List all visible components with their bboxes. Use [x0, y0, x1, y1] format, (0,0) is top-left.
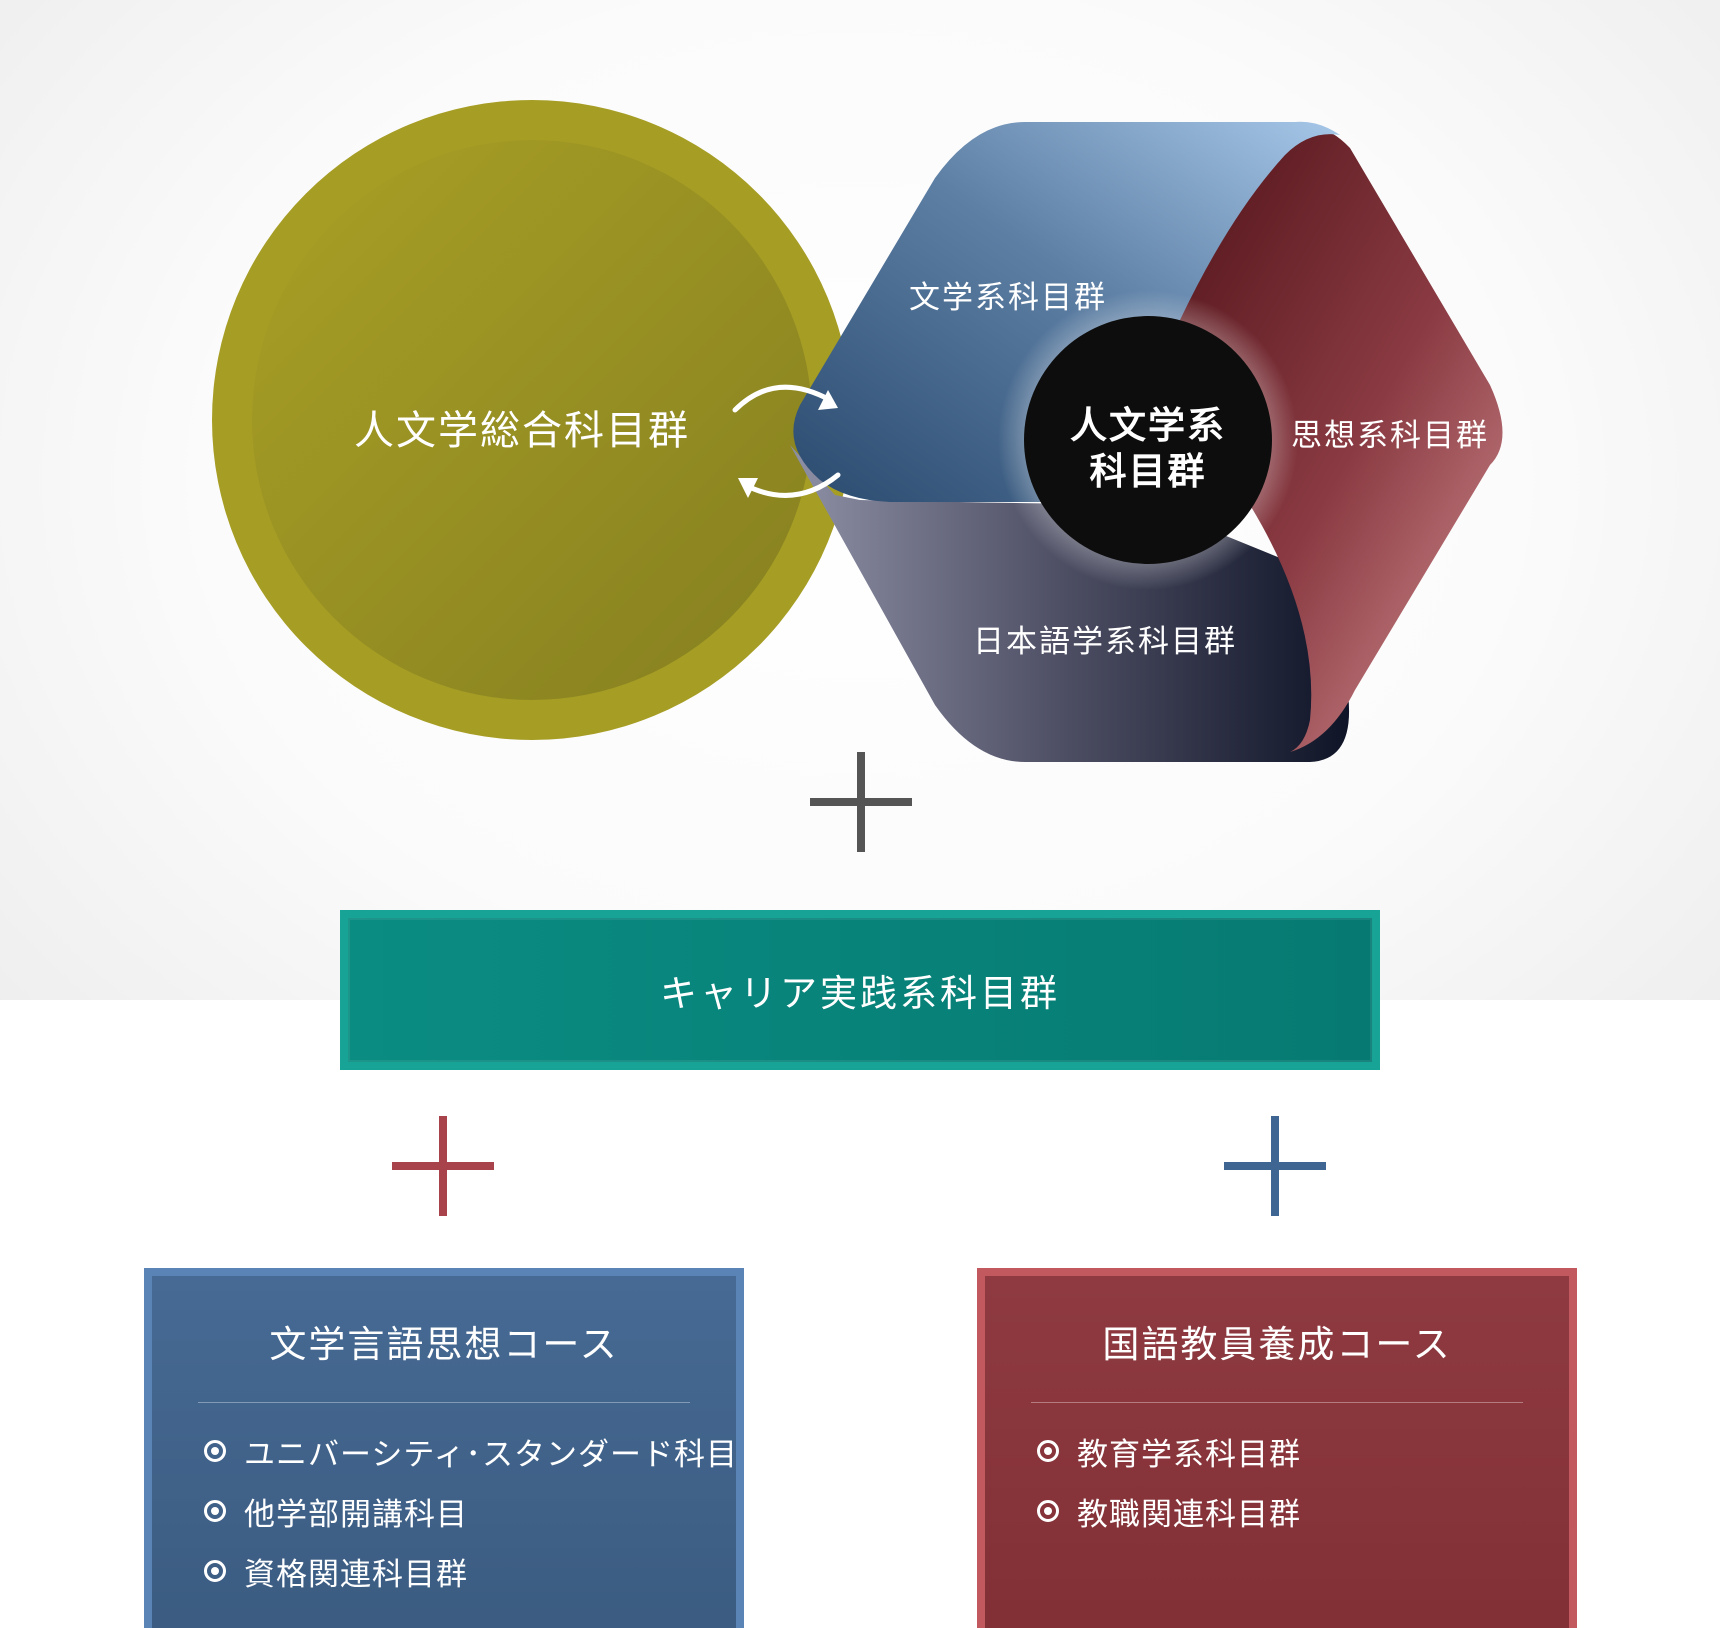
course-list-item: 資格関連科目群: [204, 1541, 736, 1601]
course-list-item: 教職関連科目群: [1037, 1481, 1569, 1541]
center-label-line1: 人文学系: [1070, 404, 1226, 447]
cycle-arrow-top-icon: [732, 384, 833, 413]
bullet-icon: [204, 1560, 226, 1582]
bullet-icon: [1037, 1500, 1059, 1522]
plus-icon-gray-v: [857, 752, 865, 852]
japanese-label: 日本語学系科目群: [973, 624, 1237, 660]
curriculum-diagram: 人文学総合科目群 文学系科目群 思想系科目群 日本語学系科目群 人文学系 科目群: [212, 100, 1503, 852]
general-group-inner-circle: [252, 140, 812, 700]
course-title: 国語教員養成コース: [1102, 1323, 1452, 1366]
course-item-label: 資格関連科目群: [244, 1556, 468, 1593]
course-list: ユニバーシティ･スタンダード科目 他学部開講科目 資格関連科目群: [152, 1421, 739, 1601]
cycle-arrow-top-head-icon: [818, 390, 838, 410]
plus-icon-blue: [1224, 1116, 1326, 1216]
course-title: 文学言語思想コース: [269, 1323, 619, 1366]
course-list-item: 教育学系科目群: [1037, 1421, 1569, 1481]
career-group-box: キャリア実践系科目群: [340, 910, 1380, 1070]
course-divider: [198, 1402, 690, 1403]
course-item-label: 教職関連科目群: [1077, 1496, 1301, 1533]
course-box-japanese-teacher: 国語教員養成コース 教育学系科目群 教職関連科目群: [977, 1268, 1577, 1628]
plus-icon-red: [392, 1116, 494, 1216]
bullet-icon: [1037, 1440, 1059, 1462]
general-group-label: 人文学総合科目群: [354, 408, 690, 454]
thought-segment: [1140, 128, 1503, 752]
bullet-icon: [204, 1500, 226, 1522]
career-group-label: キャリア実践系科目群: [660, 972, 1060, 1015]
course-list: 教育学系科目群 教職関連科目群: [985, 1421, 1569, 1541]
course-item-label: 他学部開講科目: [244, 1496, 468, 1533]
course-item-label: ユニバーシティ･スタンダード科目: [244, 1436, 739, 1473]
center-circle: [1024, 316, 1272, 564]
center-label-line2: 科目群: [1090, 450, 1207, 493]
literature-label: 文学系科目群: [909, 280, 1107, 316]
course-divider: [1031, 1402, 1523, 1403]
thought-label: 思想系科目群: [1291, 418, 1489, 454]
course-list-item: 他学部開講科目: [204, 1481, 736, 1541]
japanese-segment: [790, 445, 1350, 762]
cycle-arrow-bottom-head-icon: [738, 478, 758, 498]
cycle-arrow-bottom-icon: [742, 472, 841, 498]
course-box-literature-language-thought: 文学言語思想コース ユニバーシティ･スタンダード科目 他学部開講科目 資格関連科…: [144, 1268, 744, 1628]
literature-segment: [793, 121, 1340, 502]
course-list-item: ユニバーシティ･スタンダード科目: [204, 1421, 739, 1481]
course-item-label: 教育学系科目群: [1077, 1436, 1301, 1473]
bullet-icon: [204, 1440, 226, 1462]
